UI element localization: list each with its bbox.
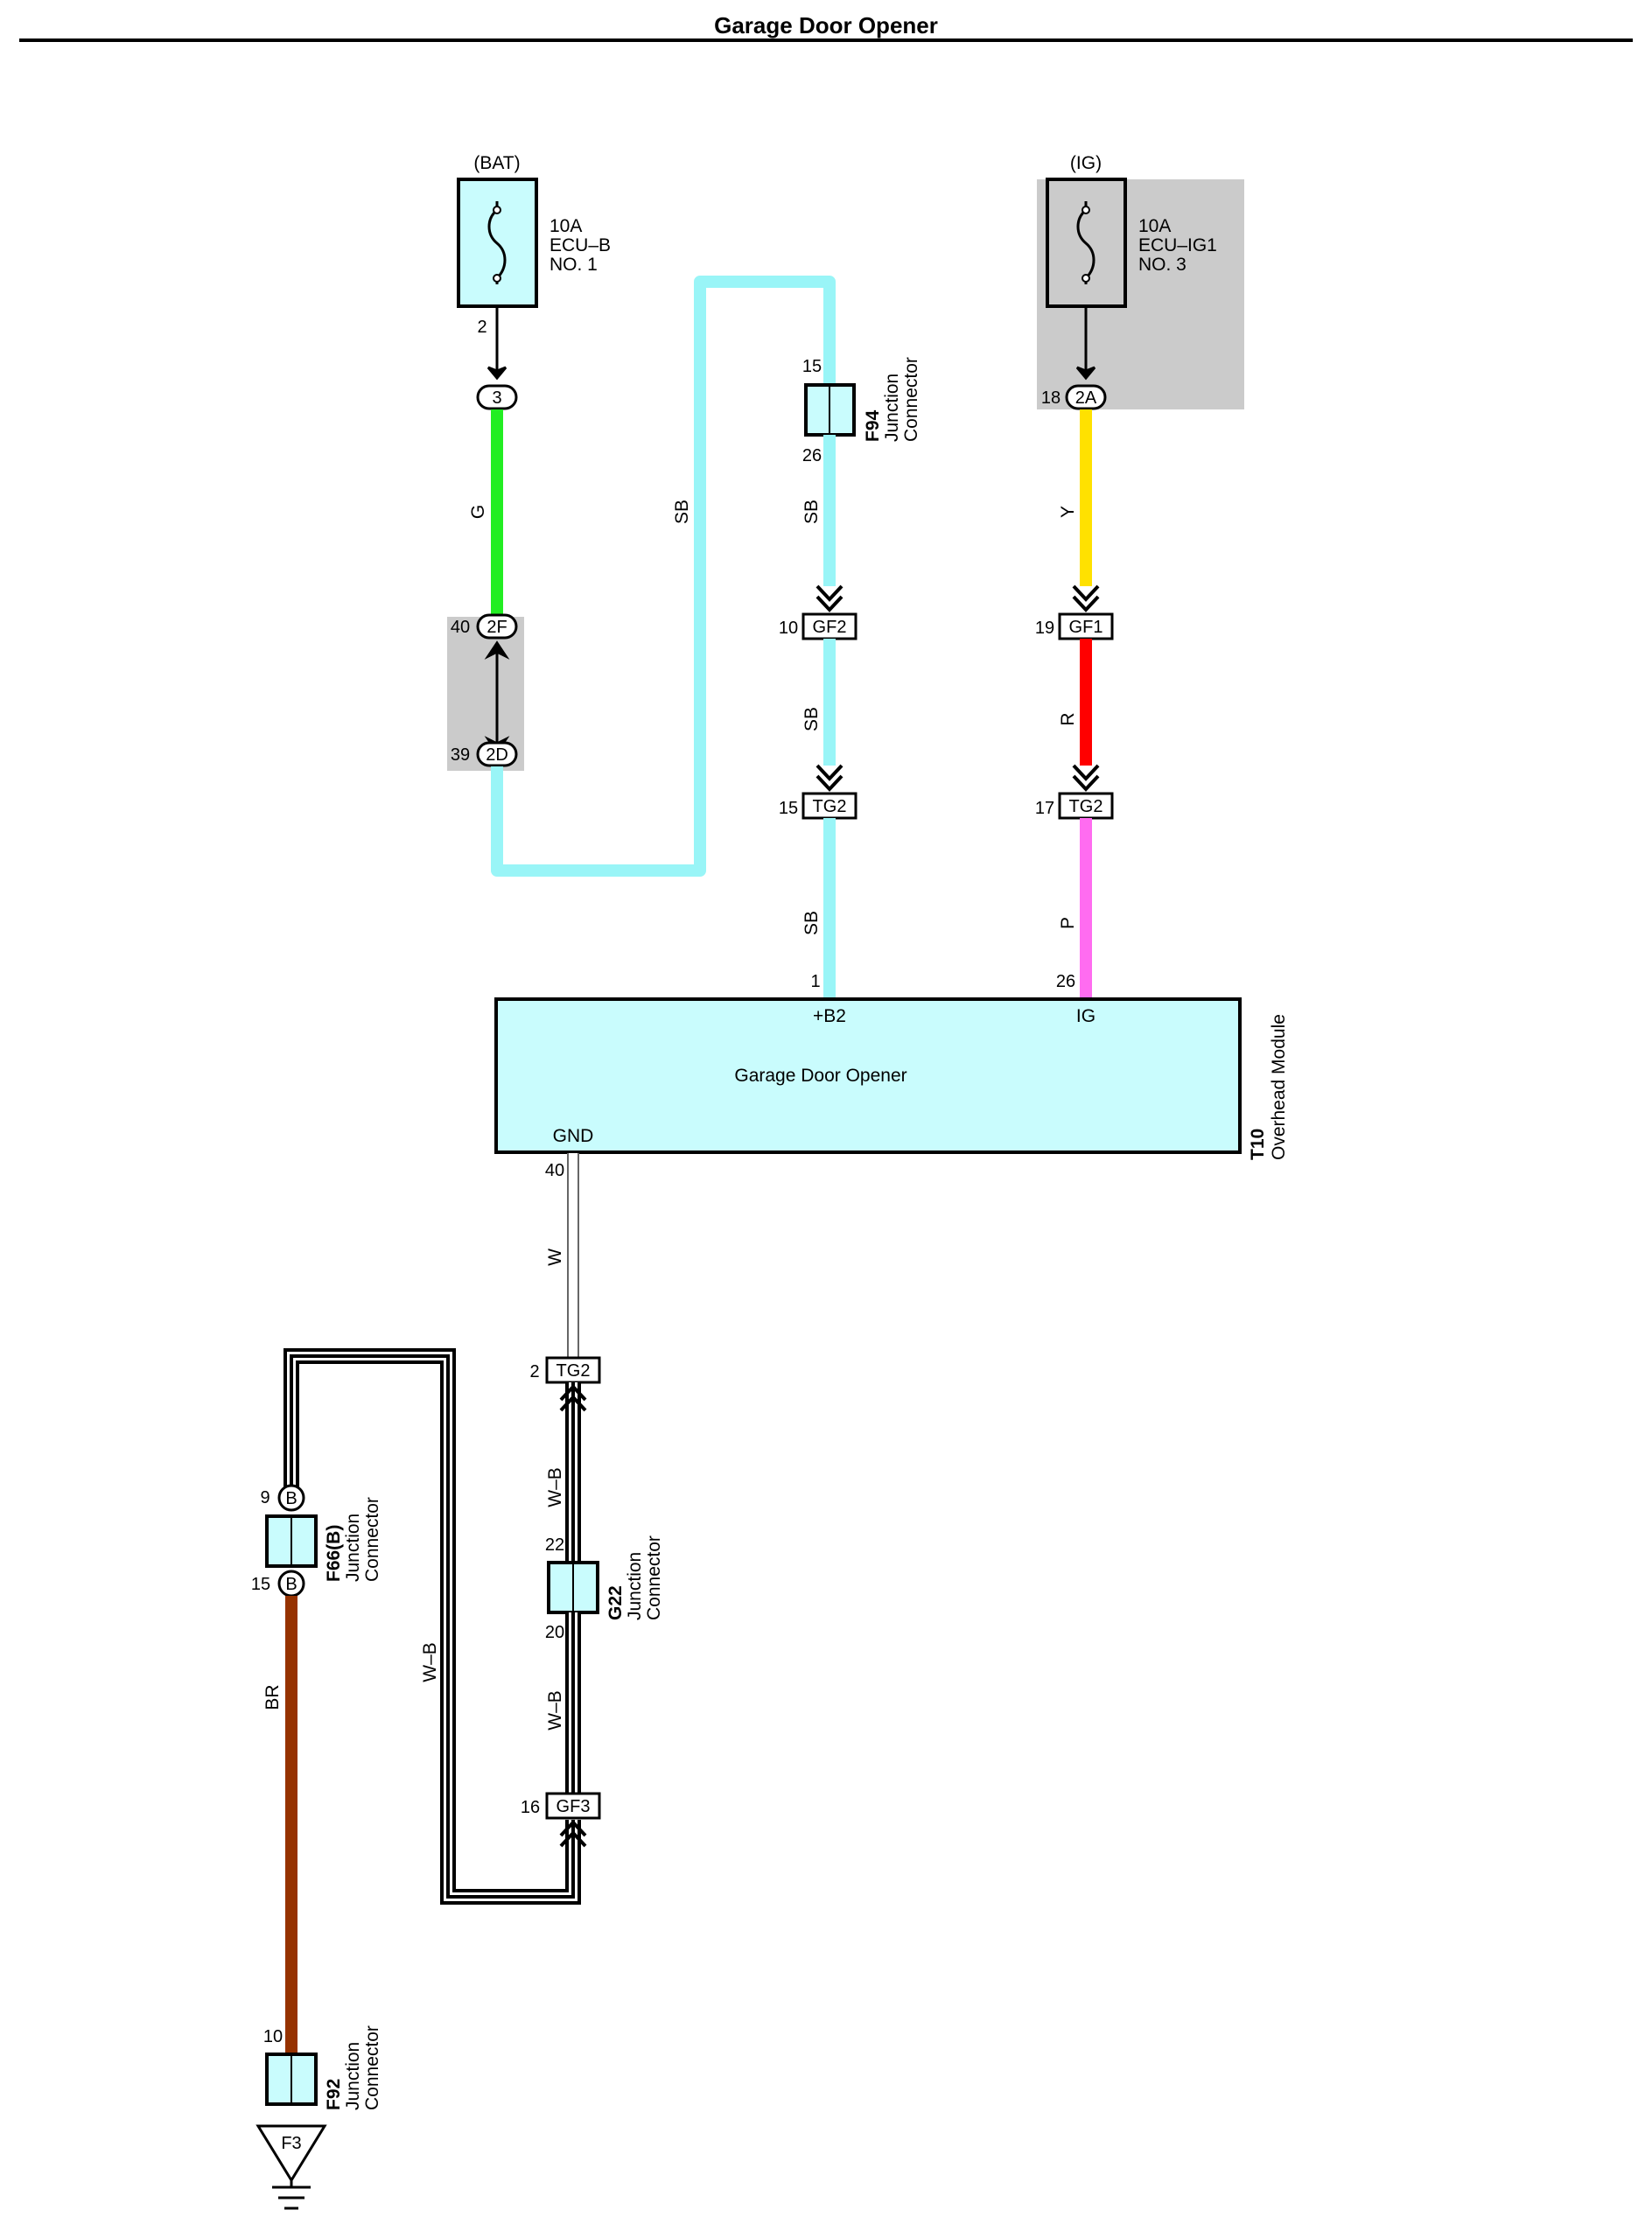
g22-pin-top: 22 — [545, 1535, 564, 1555]
connector-3-code: 3 — [492, 388, 501, 408]
f66-desc-2: Connector — [362, 1497, 382, 1582]
gf1-connector — [1058, 612, 1114, 640]
gf3-code: GF3 — [556, 1797, 591, 1816]
tg2-w-connector — [545, 1356, 601, 1384]
f66-top-terminal — [277, 1484, 305, 1512]
f94-desc-1: Junction — [882, 374, 902, 442]
f66-desc-1: Junction — [343, 1514, 363, 1582]
bat-fuse-pin: 2 — [477, 318, 486, 337]
gf1-arrow — [1072, 584, 1100, 612]
module-desc: Overhead Module — [1269, 1014, 1289, 1160]
connector-2d — [476, 741, 518, 767]
f66-bottom-pin: 15 — [251, 1575, 270, 1594]
wire-p-label: P — [1058, 917, 1078, 929]
wire-w-label: W — [545, 1248, 565, 1266]
f92-pin-top: 10 — [263, 2027, 283, 2046]
ig-fuse-rating: 10A — [1138, 216, 1171, 236]
ground-f3-triangle — [256, 2124, 327, 2183]
f94-desc-2: Connector — [901, 357, 921, 442]
f66-bottom-code: B — [285, 1575, 297, 1594]
f94-id: F94 — [863, 409, 883, 442]
module-pin-gnd: 40 — [545, 1161, 564, 1180]
wire-wb-1-label: W–B — [545, 1467, 565, 1507]
tg2-p-code: TG2 — [1069, 797, 1103, 816]
wire-wb-loop-label: W–B — [420, 1642, 440, 1682]
g22-id: G22 — [606, 1585, 626, 1620]
bat-source-label: (BAT) — [473, 153, 520, 173]
tg2-w-arrow — [559, 1384, 587, 1412]
ground-f3-code: F3 — [281, 2134, 301, 2153]
f92-id: F92 — [324, 2079, 344, 2110]
wire-sb-2-label: SB — [802, 707, 822, 731]
g22-desc-1: Junction — [625, 1552, 645, 1620]
tg2-sb-arrow — [816, 764, 844, 792]
tg2-sb-pin: 15 — [779, 799, 798, 818]
connector-2a-pin: 18 — [1041, 388, 1060, 408]
gf1-code: GF1 — [1069, 618, 1103, 637]
gf2-code: GF2 — [813, 618, 847, 637]
f94-pin-top: 15 — [802, 357, 822, 376]
g22-pin-bottom: 20 — [545, 1623, 564, 1642]
ig-fuse-name: ECU–IG1 — [1138, 235, 1217, 255]
module-pin-b2: 1 — [810, 972, 820, 991]
connector-2a-code: 2A — [1075, 388, 1097, 408]
tg2-w-pin: 2 — [529, 1362, 539, 1381]
tg2-p-pin: 17 — [1035, 799, 1054, 818]
f92-desc-2: Connector — [362, 2025, 382, 2110]
bat-fuse-icon — [487, 201, 507, 284]
tg2-w-code: TG2 — [556, 1361, 591, 1381]
tg2-sb-code: TG2 — [813, 797, 847, 816]
wire-br-label: BR — [262, 1684, 283, 1710]
wire-sb-loop-label: SB — [672, 500, 692, 524]
module-term-gnd: GND — [553, 1126, 594, 1146]
bat-fuse-name: ECU–B — [550, 235, 611, 255]
bat-fuse-number: NO. 1 — [550, 255, 598, 275]
module-term-ig: IG — [1076, 1006, 1096, 1026]
ground-symbol-icon — [272, 2186, 311, 2210]
f66-top-code: B — [285, 1489, 297, 1508]
connector-3 — [476, 384, 518, 410]
gf1-pin: 19 — [1035, 619, 1054, 638]
gf2-pin: 10 — [779, 619, 798, 638]
wire-g-label: G — [468, 505, 488, 519]
f94-pin-bottom: 26 — [802, 446, 822, 465]
ig-fuse-number: NO. 3 — [1138, 255, 1186, 275]
bat-arrow — [486, 366, 508, 381]
gf3-arrow — [559, 1820, 587, 1848]
bat-fuse-rating: 10A — [550, 216, 582, 236]
g22-desc-2: Connector — [644, 1535, 664, 1620]
connector-2f-code: 2F — [486, 618, 507, 637]
connector-2f — [476, 613, 518, 640]
ig-source-label: (IG) — [1070, 153, 1102, 173]
connector-2d-pin: 39 — [451, 745, 470, 765]
overhead-module — [494, 997, 1242, 1154]
ig-shade-area — [1037, 179, 1244, 409]
wire-wb-2-label: W–B — [545, 1690, 565, 1731]
connector-2f-pin: 40 — [451, 618, 470, 637]
tg2-p-arrow — [1072, 764, 1100, 792]
module-pin-ig: 26 — [1056, 972, 1075, 991]
page-title: Garage Door Opener — [714, 12, 938, 38]
ig-fuse-icon — [1076, 201, 1096, 284]
joint-arrow-up — [484, 640, 510, 660]
gf3-connector — [545, 1792, 601, 1820]
connector-2d-code: 2D — [486, 745, 508, 765]
wire-r-label: R — [1058, 712, 1078, 725]
connector-2a — [1065, 384, 1107, 410]
f92-desc-1: Junction — [343, 2042, 363, 2110]
ig-arrow — [1075, 366, 1096, 381]
module-id: T10 — [1248, 1129, 1268, 1160]
tg2-sb-connector — [802, 792, 858, 820]
wire-sb-1-label: SB — [802, 500, 822, 524]
f66-id: F66(B) — [324, 1525, 344, 1582]
gf2-arrow — [816, 584, 844, 612]
wire-sb-3-label: SB — [802, 911, 822, 935]
module-name: Garage Door Opener — [734, 1066, 906, 1086]
f66-top-pin: 9 — [260, 1488, 270, 1507]
wire-sb-loop — [491, 276, 836, 877]
module-term-b2: +B2 — [813, 1006, 846, 1026]
gf3-pin: 16 — [521, 1798, 540, 1817]
wire-y-label: Y — [1058, 506, 1078, 518]
